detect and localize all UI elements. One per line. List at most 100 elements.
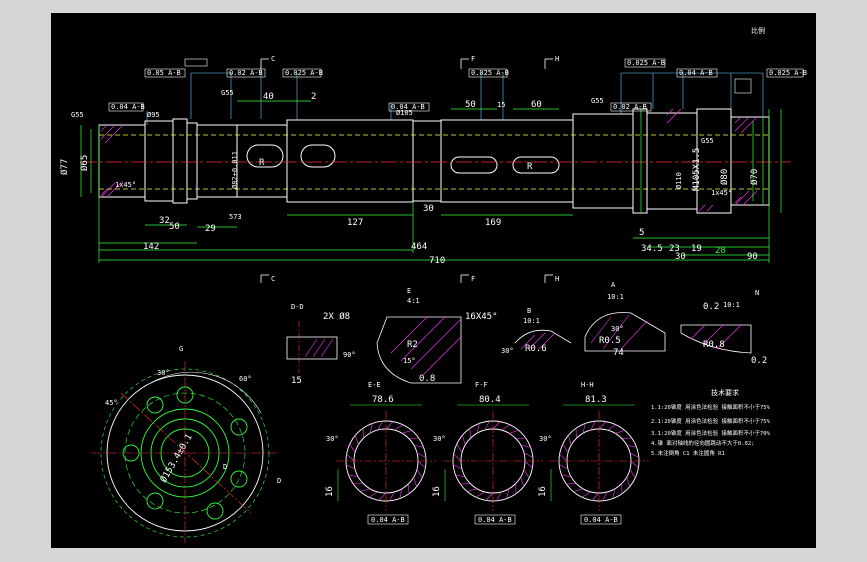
section-label-f-bottom: F [471, 275, 475, 283]
section-width-dim: 81.3 [585, 395, 607, 405]
dim-30b: 30 [675, 252, 686, 262]
dim-chamfer2: 1x45° [711, 189, 732, 197]
detail-e-dim-c: 15° [403, 357, 416, 365]
tech-note-line: 5.未注倒角 C1 未注圆角 R1 [651, 449, 725, 457]
view-g-label-d: D [223, 463, 227, 471]
tol-t5: 0.025 A-B [471, 69, 509, 77]
tol-t7: 0.025 A-B [627, 59, 665, 67]
cad-drawing: C F H C F H 比例 G55 G55 G55 G55 0.05 A-B … [59, 26, 807, 543]
dim-50b: 50 [169, 222, 180, 232]
section-title: E-E [368, 381, 381, 389]
dim-d77: Ø77 [59, 159, 70, 175]
drawing-canvas: C F H C F H 比例 G55 G55 G55 G55 0.05 A-B … [51, 13, 816, 548]
dim-d80: Ø80 [719, 169, 730, 185]
tol-t2: 0.02 A-B [229, 69, 263, 77]
roughness-c: G55 [591, 97, 604, 105]
dim-710: 710 [429, 256, 445, 266]
section-3: H-H 81.3 16 0.04 A-B 30° [538, 381, 649, 525]
detail-e-title: E [407, 287, 411, 295]
dim-23: 23 [669, 244, 680, 254]
view-g-flange: G 30° 60° 45° Ø153.4±0.1 D D [91, 345, 281, 543]
section-label-f: F [471, 55, 475, 63]
view-g-angle-a: 30° [157, 369, 170, 377]
dim-50: 50 [465, 100, 476, 110]
shaft-sections: E-E 78.6 16 0.04 A-B 30° F-F 80.4 16 0.04 A-B 30°… [325, 381, 649, 525]
detail-e-dim-b: R2 [407, 340, 418, 350]
dim-2x8: 2X Ø8 [323, 311, 350, 322]
section-title: F-F [475, 381, 488, 389]
tol-t4: 0.04 A-B [391, 103, 425, 111]
detail-b-dim-a: 30° [501, 347, 514, 355]
leader-lines [146, 65, 764, 125]
detail-view-n: N 10:1 0.2 R0.8 0.2 [680, 289, 767, 366]
section-angle: 30° [326, 435, 339, 443]
detail-view-b: B 10:1 30° R0.6 [501, 307, 572, 355]
section-angle: 30° [433, 435, 446, 443]
detail-b-title: B [527, 307, 531, 315]
detail-e-dim-a: 16X45° [465, 312, 498, 322]
detail-n-dim-a: 0.2 [703, 302, 719, 312]
key-r-left: R [259, 158, 265, 168]
dim-d110: Ø110 [675, 172, 683, 189]
detail-a-scale: 10:1 [607, 293, 624, 301]
scale-note: 比例 [751, 26, 765, 35]
section-height-dim: 16 [432, 486, 442, 497]
section-dd: D-D 2X Ø8 15 90° [286, 303, 356, 386]
roughness-a: G55 [71, 111, 84, 119]
tech-note-line: 4.锥 面对轴线的径向圆跳动不大于0.02; [651, 439, 755, 447]
dim-169: 169 [485, 218, 501, 228]
dim-d70: Ø70 [749, 169, 760, 185]
section-dd-title: D-D [291, 303, 304, 311]
dim-573: 573 [229, 213, 242, 221]
section-label-h-bottom: H [555, 275, 559, 283]
detail-n-dim-c: 0.2 [751, 356, 767, 366]
section-angle: 30° [539, 435, 552, 443]
detail-n-title: N [755, 289, 759, 297]
dim-127: 127 [347, 218, 363, 228]
section-width-dim: 80.4 [479, 395, 501, 405]
tech-note-line: 3.1:20锥度 用涂色法检验 接触面积不小于70% [651, 429, 771, 437]
detail-view-a: A 10:1 30° R0.5 74 [584, 281, 666, 358]
dim-chamfer1: 1x45° [115, 181, 136, 189]
technical-notes: 技术要求 1.1:20锥度 用涂色法检验 接触面积不小于75% 2.1:20锥度… [651, 388, 771, 457]
dim-15: 15 [497, 101, 505, 109]
dim-m105: M105X1.5 [692, 148, 702, 191]
detail-e-dim-d: 0.8 [419, 374, 435, 384]
dim-90: 90 [747, 252, 758, 262]
detail-b-dim-b: R0.6 [525, 344, 547, 354]
tech-note-line: 1.1:20锥度 用涂色法检验 接触面积不小于75% [651, 403, 771, 411]
dim-142: 142 [143, 242, 159, 252]
detail-a-dim-c: 74 [613, 348, 624, 358]
dim-2: 2 [311, 92, 316, 102]
view-g-angle-c: 45° [105, 399, 118, 407]
hatched-regions [100, 108, 758, 212]
angle-90: 90° [343, 351, 356, 359]
roughness-d: G55 [701, 137, 714, 145]
dim-34-5: 34.5 [641, 244, 663, 254]
tech-notes-title: 技术要求 [711, 388, 739, 397]
dim-40: 40 [263, 92, 274, 102]
section-tolerance: 0.04 A-B [584, 516, 618, 524]
detail-a-dim-a: 30° [611, 325, 624, 333]
dim-d105: Ø105 [396, 109, 413, 117]
dim-30: 30 [423, 204, 434, 214]
tolerance-frames [108, 58, 804, 112]
detail-view-e: E 4:1 16X45° R2 15° 0.8 [376, 287, 498, 384]
view-g-label-d2: D [277, 477, 281, 485]
section-tolerance: 0.04 A-B [371, 516, 405, 524]
tol-t3: 0.025 A-B [285, 69, 323, 77]
dim-29: 29 [205, 224, 216, 234]
section-title: H-H [581, 381, 594, 389]
tol-t8: 0.04 A-B [679, 69, 713, 77]
dim-28: 28 [715, 246, 726, 256]
tol-t6: 0.02 A-B [613, 103, 647, 111]
section-width-dim: 78.6 [372, 395, 394, 405]
section-height-dim: 16 [538, 486, 548, 497]
keyways [246, 144, 560, 174]
detail-e-scale: 4:1 [407, 297, 420, 305]
view-g-title: G [179, 345, 183, 353]
dim-464: 464 [411, 242, 427, 252]
dim-19: 19 [691, 244, 702, 254]
